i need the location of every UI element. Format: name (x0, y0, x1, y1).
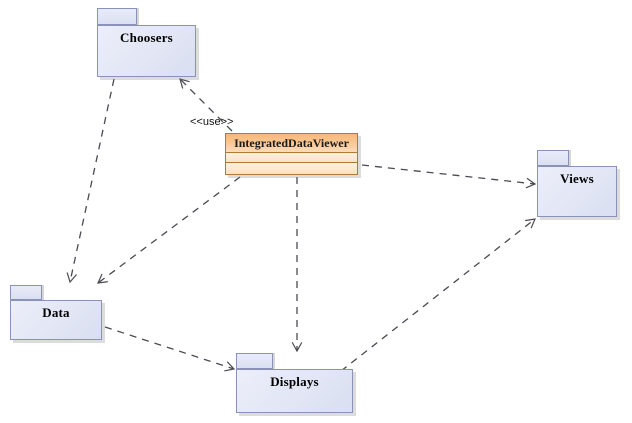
package-tab-data (10, 285, 42, 300)
edges-group (66, 78, 537, 372)
class-attributes-compartment (226, 153, 357, 163)
package-body-displays: Displays (236, 369, 353, 413)
dependency-edge[interactable] (97, 176, 241, 284)
dependency-edge[interactable] (104, 326, 236, 372)
package-choosers[interactable]: Choosers (97, 8, 196, 77)
package-body-choosers: Choosers (97, 25, 196, 77)
package-tab-displays (236, 353, 273, 369)
dependency-edge[interactable] (66, 78, 115, 284)
package-label-views: Views (560, 171, 594, 186)
package-tab-views (537, 150, 569, 166)
edge-label-use: <<use>> (190, 116, 234, 128)
package-label-data: Data (42, 305, 70, 320)
class-operations-compartment (226, 163, 357, 174)
package-label-choosers: Choosers (120, 30, 173, 45)
package-tab-choosers (97, 8, 137, 25)
dependency-edge[interactable] (361, 164, 537, 189)
package-views[interactable]: Views (537, 150, 617, 217)
package-label-displays: Displays (270, 374, 319, 389)
class-header-integrateddataviewer: IntegratedDataViewer (226, 134, 357, 153)
package-data[interactable]: Data (10, 285, 102, 340)
package-body-views: Views (537, 166, 617, 217)
class-integrateddataviewer[interactable]: IntegratedDataViewer (225, 133, 358, 175)
class-label-integrateddataviewer: IntegratedDataViewer (234, 135, 349, 150)
package-displays[interactable]: Displays (236, 353, 353, 413)
dependency-edge[interactable] (340, 218, 536, 372)
package-body-data: Data (10, 300, 102, 340)
